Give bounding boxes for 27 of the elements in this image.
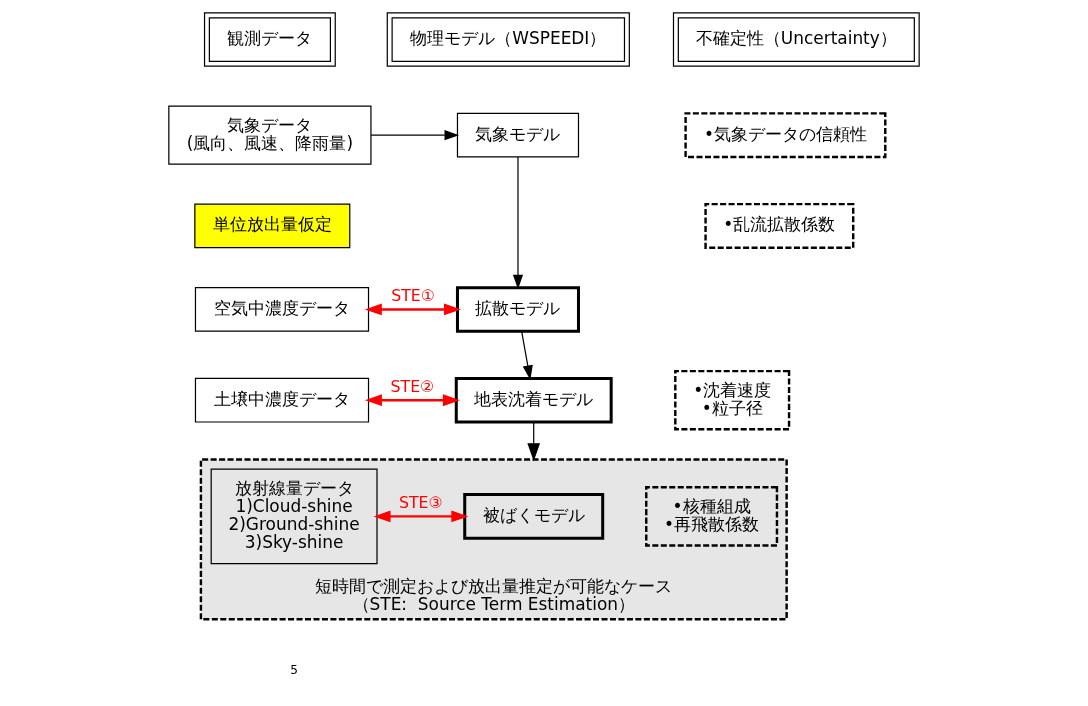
node-box: •気象データの信頼性 xyxy=(684,112,887,159)
node-box: 拡散モデル xyxy=(455,286,580,333)
node-box: 放射線量データ 1)Cloud-shine 2)Ground-shine 3)Sky-shine xyxy=(210,468,378,565)
node-box: 単位放出量仮定 xyxy=(194,203,351,249)
arrow xyxy=(364,303,461,316)
node-box: 気象データ (風向、風速、降雨量) xyxy=(168,105,372,165)
node-box: 地表沈着モデル xyxy=(454,376,613,424)
node-box: •核種組成 •再飛散係数 xyxy=(645,486,779,547)
node-box: 不確定性（Uncertainty） xyxy=(672,12,920,67)
node-box: •乱流拡散係数 xyxy=(704,202,855,249)
node-box: 被ばくモデル xyxy=(463,493,605,540)
label: 5 xyxy=(290,663,298,678)
arrow xyxy=(370,130,460,141)
arrow xyxy=(527,421,541,462)
arrow xyxy=(364,394,460,407)
edge-label: STE③ xyxy=(399,493,443,513)
edge-label: STE② xyxy=(390,377,435,397)
node-box: 物理モデル（WSPEEDI） xyxy=(386,12,630,67)
arrow xyxy=(373,510,469,523)
node-box: 気象モデル xyxy=(456,112,580,158)
arrow xyxy=(521,330,533,380)
node-box: 空気中濃度データ xyxy=(194,287,370,332)
arrow xyxy=(512,156,524,290)
node-box: •沈着速度 •粒子径 xyxy=(674,369,791,431)
edge-label: STE① xyxy=(391,286,435,306)
node-box: 土壌中濃度データ xyxy=(194,377,370,423)
node-box: 観測データ xyxy=(203,12,336,67)
